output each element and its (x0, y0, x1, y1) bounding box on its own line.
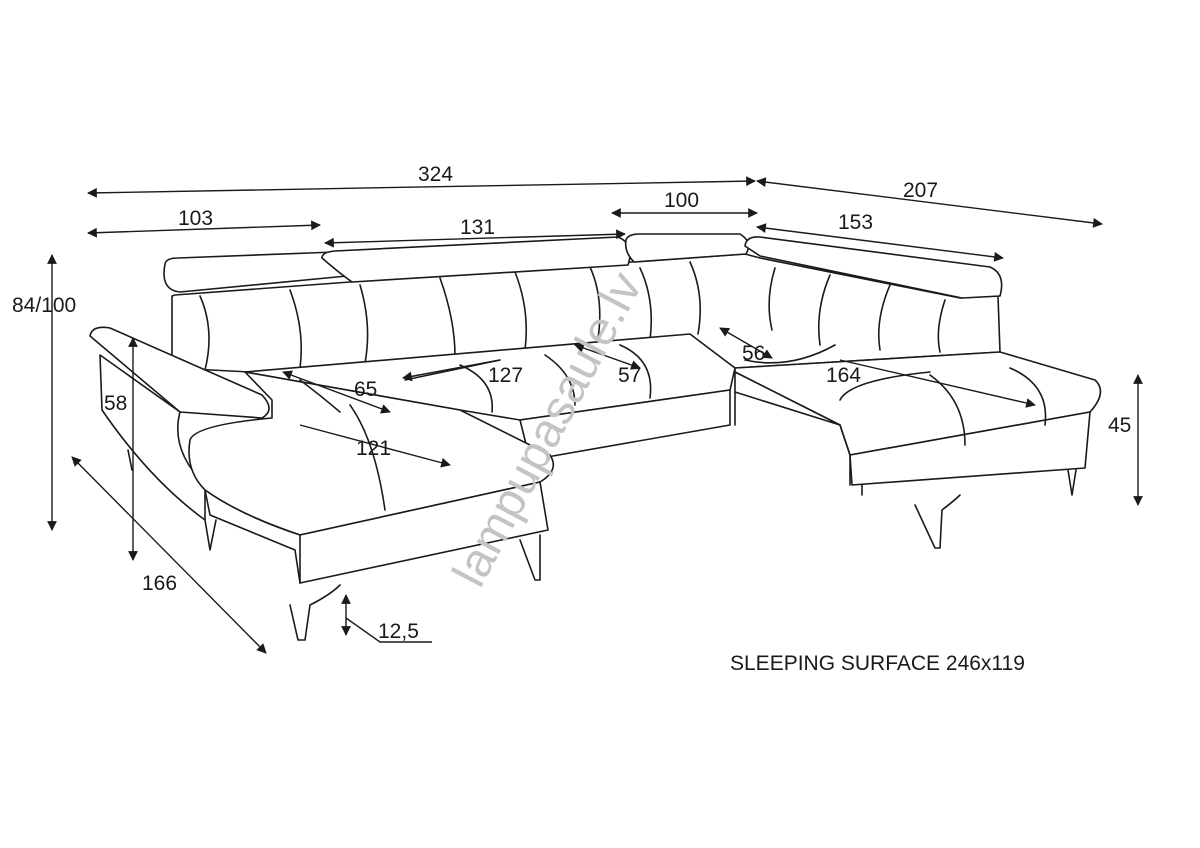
dim-label-57: 57 (618, 364, 641, 387)
right-chaise-base (734, 371, 1091, 486)
dim-label-121: 121 (356, 437, 391, 460)
dim-label-207: 207 (903, 179, 938, 202)
right-chaise-lines (734, 344, 1047, 486)
dim-label-leg: 12,5 (378, 620, 419, 643)
dim-label-164: 164 (826, 364, 861, 387)
dim-label-324: 324 (418, 163, 453, 186)
dim-label-153: 153 (838, 211, 873, 234)
dim-label-65: 65 (354, 378, 377, 401)
dim-label-56: 56 (742, 342, 765, 365)
leg (914, 494, 961, 549)
dim-label-height: 84/100 (12, 294, 76, 317)
dim-label-100: 100 (664, 189, 699, 212)
back-cushion-lines (199, 261, 946, 371)
leg (289, 584, 341, 641)
dim-label-58: 58 (104, 392, 127, 415)
leg (519, 534, 541, 581)
dim-label-45: 45 (1108, 414, 1131, 437)
leg (861, 469, 1077, 496)
middle-seat-lines (404, 344, 652, 413)
dim-label-131: 131 (460, 216, 495, 239)
dim-label-166: 166 (142, 572, 177, 595)
sleeping-surface-caption: SLEEPING SURFACE 246x119 (730, 652, 1025, 675)
dimension-lines (47, 176, 1143, 654)
dim-label-103: 103 (178, 207, 213, 230)
dim-label-127: 127 (488, 364, 523, 387)
